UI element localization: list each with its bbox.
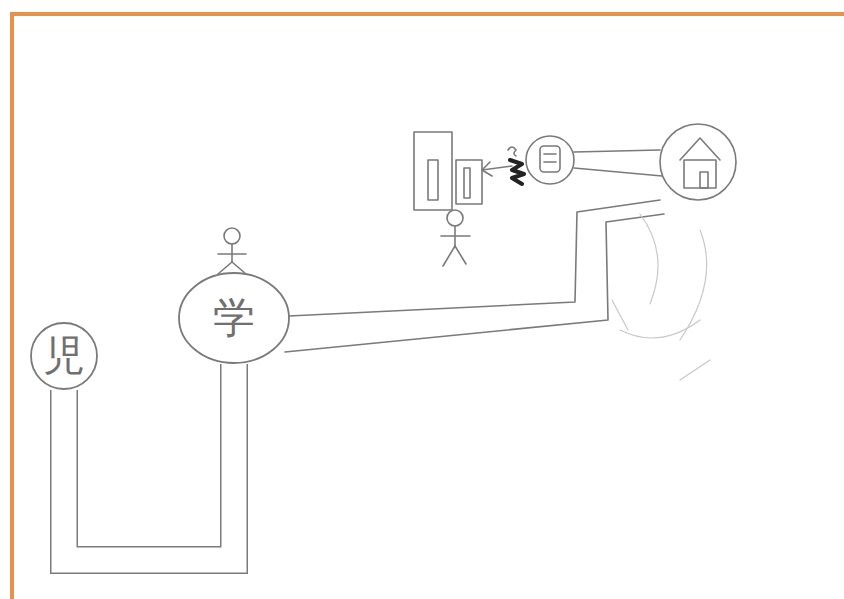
dark-scribble (510, 160, 524, 184)
building (414, 132, 482, 210)
path-line (574, 150, 660, 152)
stick-figure (218, 228, 246, 274)
house-circle (660, 124, 736, 200)
road-connector (64, 364, 234, 560)
circle-node: 児 (30, 322, 98, 390)
node-label: 学 (213, 297, 255, 339)
node-label: 児 (43, 335, 85, 377)
path-line (574, 168, 662, 176)
faint-marks (612, 214, 710, 380)
circle-node: 学 (178, 272, 290, 364)
stick-figure (441, 210, 470, 266)
face-circle (526, 136, 574, 184)
road (285, 200, 664, 352)
